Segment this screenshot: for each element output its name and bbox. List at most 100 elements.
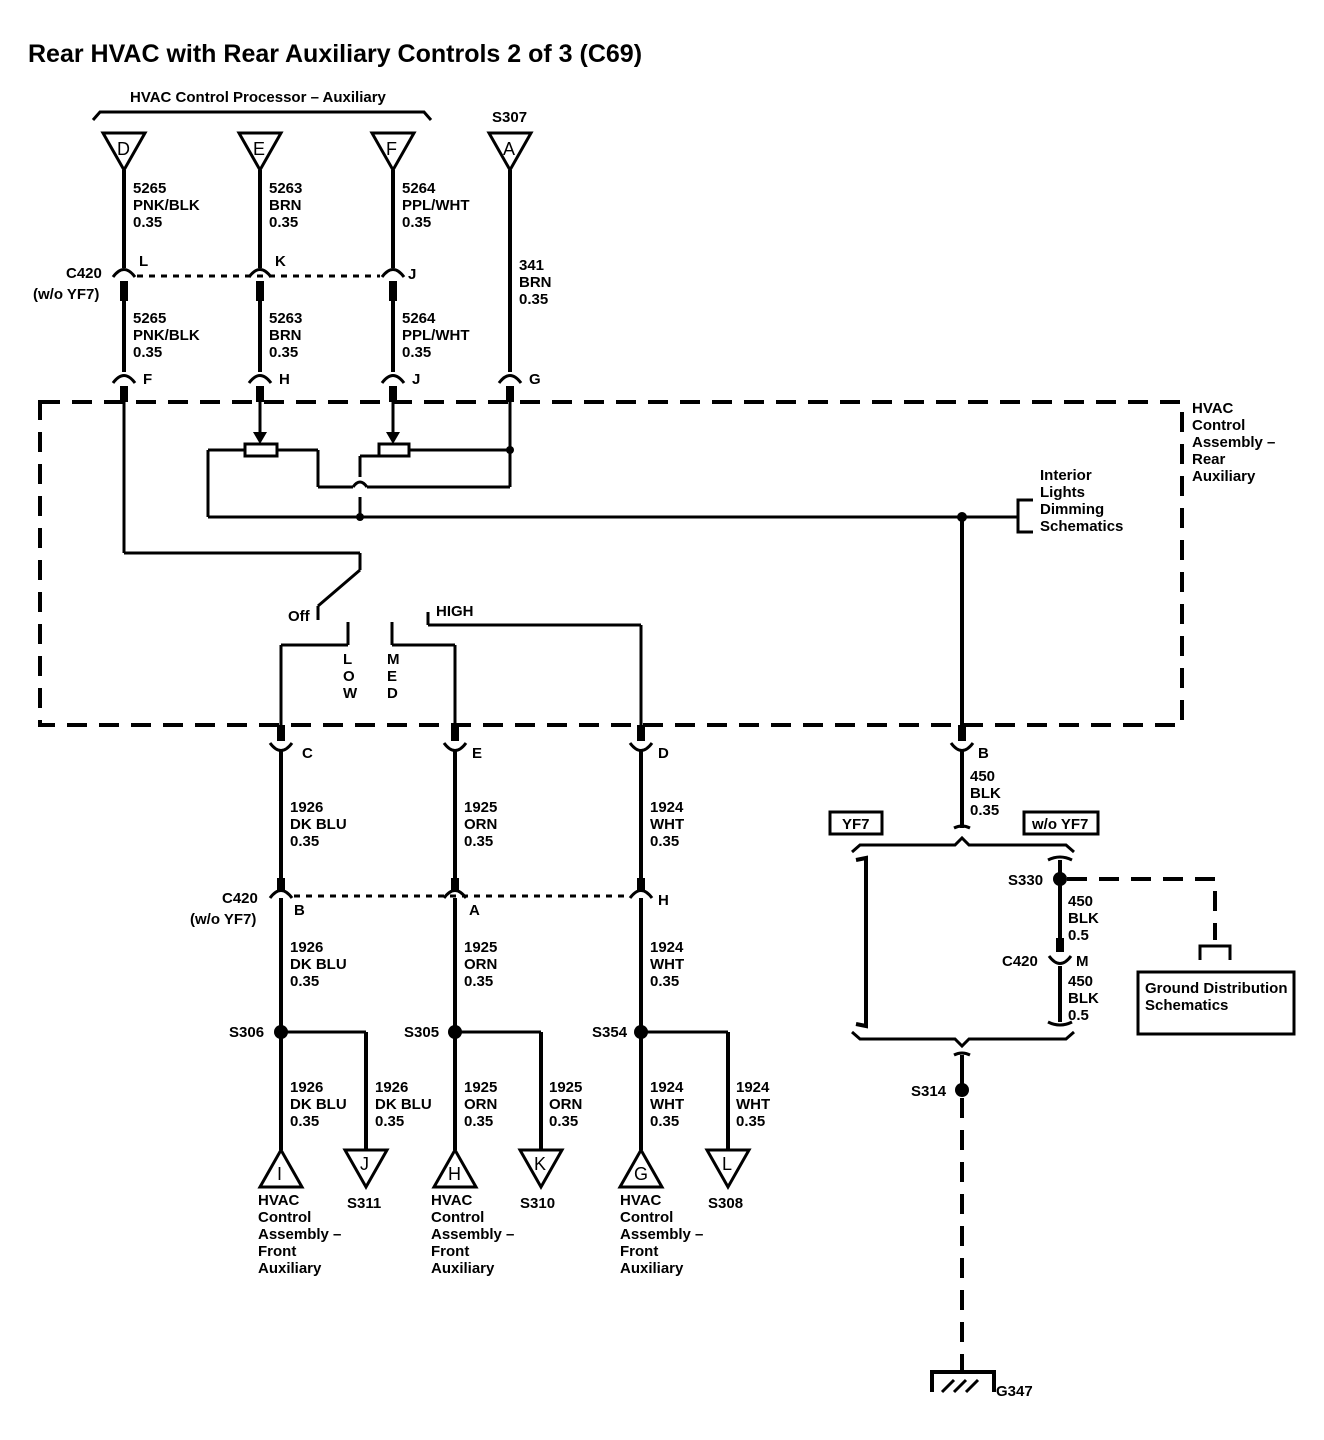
svg-text:0.35: 0.35	[290, 833, 319, 850]
splice-s354: S354	[592, 1024, 730, 1150]
c420-bottom-note: (w/o YF7)	[190, 911, 256, 928]
svg-text:1925: 1925	[464, 1079, 497, 1096]
svg-text:E: E	[253, 139, 265, 159]
svg-text:1926: 1926	[290, 1079, 323, 1096]
terminal-k: K	[517, 1148, 565, 1191]
svg-text:DK BLU: DK BLU	[375, 1096, 432, 1113]
svg-text:0.5: 0.5	[1068, 1007, 1089, 1024]
splice-s305: S305	[404, 1024, 543, 1150]
svg-text:BLK: BLK	[970, 785, 1001, 802]
svg-text:HVAC: HVAC	[258, 1192, 300, 1209]
terminal-f: F	[369, 131, 417, 174]
wire-label-1925-b: 1925 ORN 0.35	[549, 1079, 582, 1130]
svg-text:1925: 1925	[464, 939, 497, 956]
svg-text:Schematics: Schematics	[1040, 518, 1123, 535]
switch-med-label: M E D	[387, 651, 400, 702]
svg-text:1924: 1924	[736, 1079, 770, 1096]
wire-label-5264-mid: 5264 PPL/WHT 0.35	[402, 310, 470, 361]
svg-text:Assembly –: Assembly –	[431, 1226, 514, 1243]
ground-c420-label: C420	[1002, 953, 1038, 970]
svg-text:450: 450	[970, 768, 995, 785]
svg-text:YF7: YF7	[842, 816, 870, 833]
svg-text:341: 341	[519, 257, 544, 274]
module-pin-j: J	[412, 371, 420, 388]
module-pin-h: H	[279, 371, 290, 388]
c420-top-pin-k: K	[275, 253, 286, 270]
svg-text:Schematics: Schematics	[1145, 997, 1228, 1014]
wire-label-450-mid: 450 BLK 0.35	[970, 768, 1001, 819]
ground-wire-label-1: 450 BLK 0.5	[1068, 893, 1099, 944]
wire-label-1925-a: 1925 ORN 0.35	[464, 1079, 497, 1130]
svg-text:0.35: 0.35	[549, 1113, 578, 1130]
processor-brace	[91, 110, 433, 121]
wire-label-1924-a: 1924 WHT 0.35	[650, 1079, 684, 1130]
svg-text:0.35: 0.35	[650, 833, 679, 850]
svg-text:Control: Control	[431, 1209, 484, 1226]
svg-text:WHT: WHT	[650, 816, 684, 833]
svg-text:S306: S306	[229, 1024, 264, 1041]
svg-text:DK BLU: DK BLU	[290, 956, 347, 973]
svg-text:0.35: 0.35	[970, 802, 999, 819]
c420-bottom-connector	[268, 878, 654, 899]
svg-text:PNK/BLK: PNK/BLK	[133, 197, 200, 214]
terminal-e: E	[236, 131, 284, 174]
svg-text:1924: 1924	[650, 799, 684, 816]
c420-bottom-pin-h: H	[658, 892, 669, 909]
svg-text:ORN: ORN	[464, 956, 497, 973]
svg-text:0.35: 0.35	[650, 1113, 679, 1130]
svg-text:D: D	[387, 685, 398, 702]
svg-text:BLK: BLK	[1068, 990, 1099, 1007]
switch-high-label: HIGH	[436, 603, 474, 620]
svg-text:Dimming: Dimming	[1040, 501, 1104, 518]
terminal-a: A	[486, 131, 534, 174]
svg-text:5263: 5263	[269, 180, 302, 197]
svg-text:Interior: Interior	[1040, 467, 1092, 484]
svg-text:Auxiliary: Auxiliary	[431, 1260, 495, 1277]
terminal-d: D	[100, 131, 148, 174]
terminal-g: G	[617, 1146, 665, 1189]
processor-label: HVAC Control Processor – Auxiliary	[130, 89, 387, 106]
svg-text:5263: 5263	[269, 310, 302, 327]
s314-label: S314	[911, 1083, 947, 1100]
svg-text:Lights: Lights	[1040, 484, 1085, 501]
svg-text:0.5: 0.5	[1068, 927, 1089, 944]
dest-front-aux-1: HVAC Control Assembly – Front Auxiliary	[258, 1192, 341, 1277]
wire-label-5263-mid: 5263 BRN 0.35	[269, 310, 302, 361]
svg-text:Control: Control	[620, 1209, 673, 1226]
dest-front-aux-2: HVAC Control Assembly – Front Auxiliary	[431, 1192, 514, 1277]
svg-text:0.35: 0.35	[464, 1113, 493, 1130]
svg-text:WHT: WHT	[650, 956, 684, 973]
svg-text:G: G	[634, 1164, 648, 1184]
svg-text:0.35: 0.35	[269, 344, 298, 361]
svg-text:DK BLU: DK BLU	[290, 1096, 347, 1113]
module-pin-b: B	[978, 745, 989, 762]
ground-c420-pin: M	[1076, 953, 1089, 970]
terminal-l: L	[704, 1148, 752, 1191]
c420-top-name: C420	[66, 265, 102, 282]
switch-low-label: L O W	[343, 651, 358, 702]
dest-front-aux-3: HVAC Control Assembly – Front Auxiliary	[620, 1192, 703, 1277]
svg-text:1926: 1926	[290, 799, 323, 816]
switch-off-label: Off	[288, 608, 311, 625]
svg-text:Assembly –: Assembly –	[258, 1226, 341, 1243]
svg-text:w/o YF7: w/o YF7	[1031, 816, 1088, 833]
svg-text:0.35: 0.35	[464, 973, 493, 990]
c420-bottom-name: C420	[222, 890, 258, 907]
wire-label-341: 341 BRN 0.35	[519, 257, 552, 308]
svg-text:5265: 5265	[133, 180, 166, 197]
module-pin-e: E	[472, 745, 482, 762]
svg-text:H: H	[448, 1164, 461, 1184]
svg-text:5264: 5264	[402, 180, 436, 197]
c420-top-pin-l: L	[139, 253, 148, 270]
wire-label-1924-low: 1924 WHT 0.35	[650, 939, 684, 990]
svg-text:PPL/WHT: PPL/WHT	[402, 327, 470, 344]
svg-text:ORN: ORN	[464, 1096, 497, 1113]
wire-label-1925-low: 1925 ORN 0.35	[464, 939, 497, 990]
svg-text:1925: 1925	[549, 1079, 582, 1096]
svg-text:0.35: 0.35	[133, 214, 162, 231]
svg-text:W: W	[343, 685, 358, 702]
svg-text:WHT: WHT	[650, 1096, 684, 1113]
svg-text:M: M	[387, 651, 400, 668]
module-pin-d: D	[658, 745, 669, 762]
